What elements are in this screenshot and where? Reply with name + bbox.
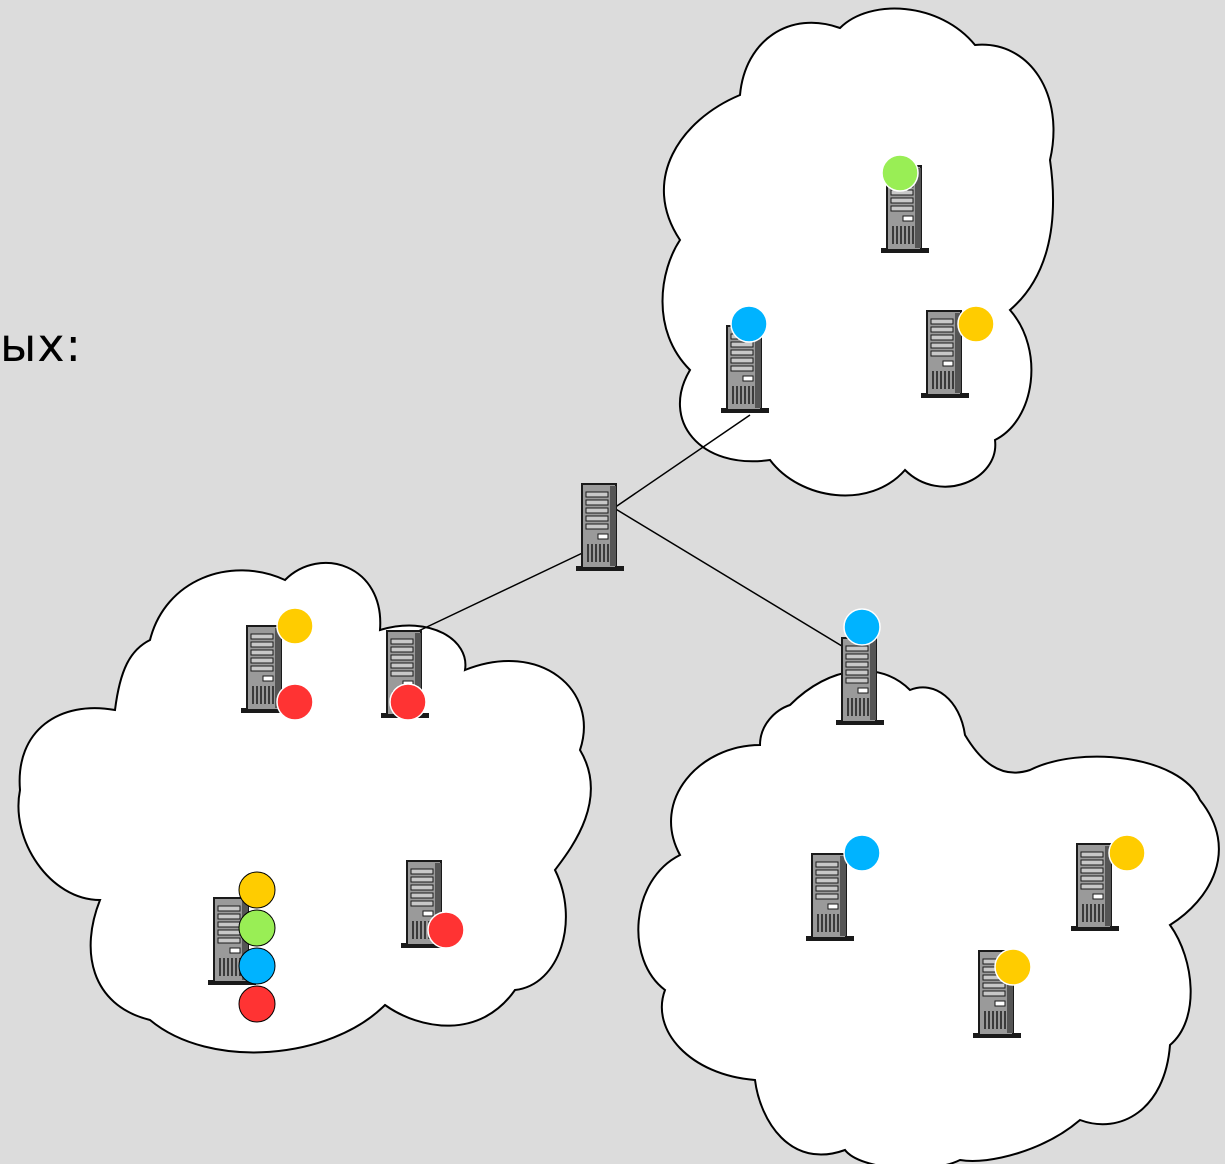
marker-red-server-left-a bbox=[276, 683, 314, 721]
marker-red-server-left-d bbox=[427, 911, 465, 949]
server-tower-icon bbox=[1071, 843, 1119, 931]
slide-caption: ых: bbox=[0, 318, 83, 372]
marker-blue-server-right-gateway bbox=[843, 608, 881, 646]
marker-yellow-server-left-c bbox=[238, 871, 276, 909]
server-left-a[interactable] bbox=[241, 625, 289, 713]
marker-blue-server-top-b bbox=[730, 305, 768, 343]
server-tower-icon bbox=[241, 625, 289, 713]
links-layer bbox=[409, 414, 866, 661]
marker-yellow-server-right-d bbox=[994, 948, 1032, 986]
link-server-central-router-to-server-top-b bbox=[613, 414, 751, 509]
marker-blue-server-right-b bbox=[843, 834, 881, 872]
marker-green-server-top-a bbox=[881, 154, 919, 192]
server-central-router[interactable] bbox=[576, 483, 624, 571]
marker-blue-server-left-c bbox=[238, 947, 276, 985]
server-tower-icon bbox=[806, 853, 854, 941]
marker-red-server-left-gateway bbox=[389, 683, 427, 721]
marker-red-server-left-c bbox=[238, 985, 276, 1023]
link-server-central-router-to-server-right-gateway bbox=[613, 507, 866, 661]
marker-yellow-server-left-a bbox=[276, 607, 314, 645]
marker-yellow-server-top-c bbox=[957, 305, 995, 343]
marker-green-server-left-c bbox=[238, 909, 276, 947]
server-top-c[interactable] bbox=[921, 310, 969, 398]
server-tower-icon bbox=[921, 310, 969, 398]
link-server-central-router-to-server-left-gateway bbox=[409, 537, 615, 636]
cloud-bottom-right bbox=[637, 669, 1220, 1164]
server-right-gateway[interactable] bbox=[836, 637, 884, 725]
clouds-layer bbox=[17, 7, 1220, 1164]
servers-layer bbox=[208, 154, 1146, 1038]
server-right-b[interactable] bbox=[806, 853, 854, 941]
server-tower-icon bbox=[401, 860, 449, 948]
cloud-top-right bbox=[661, 7, 1055, 497]
server-tower-icon bbox=[576, 483, 624, 571]
marker-yellow-server-right-c bbox=[1108, 834, 1146, 872]
server-left-d[interactable] bbox=[401, 860, 449, 948]
server-tower-icon bbox=[836, 637, 884, 725]
server-right-c[interactable] bbox=[1071, 843, 1119, 931]
